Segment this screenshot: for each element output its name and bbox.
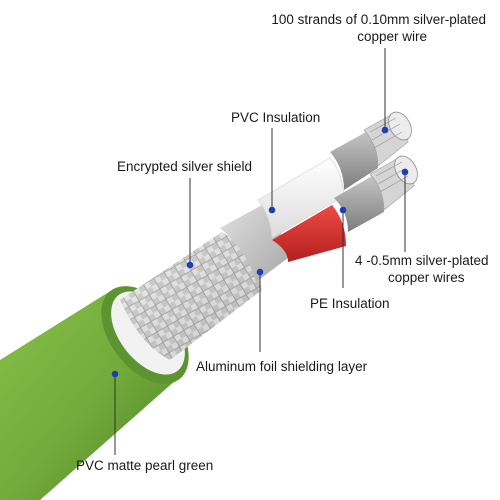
dot-small-wires [401,168,409,176]
label-pvc-jacket: PVC matte pearl green [76,458,214,473]
dot-pvc-insulation [268,206,276,214]
dot-aluminum-foil [256,268,264,276]
dot-pe-insulation [339,206,347,214]
braided-shield [120,232,262,360]
label-small-wires-line2: copper wires [388,270,465,285]
pointer-dots [111,126,409,378]
label-pvc-insulation: PVC Insulation [231,110,321,125]
label-strands-line2: copper wire [357,29,427,44]
top-conductor [363,111,412,167]
dot-encrypted-shield [186,261,194,269]
label-encrypted-shield: Encrypted silver shield [117,159,253,174]
dot-strands [381,126,389,134]
red-insulation [272,205,346,262]
label-aluminum-foil: Aluminum foil shielding layer [196,359,368,374]
dot-pvc-jacket [111,370,119,378]
leader-lines [114,48,406,455]
label-small-wires-line1: 4 -0.5mm silver-plated [355,253,489,268]
label-pe-insulation: PE Insulation [310,296,390,311]
label-strands-line1: 100 strands of 0.10mm silver-plated [271,12,486,27]
grey-inner-insulation [330,132,384,232]
